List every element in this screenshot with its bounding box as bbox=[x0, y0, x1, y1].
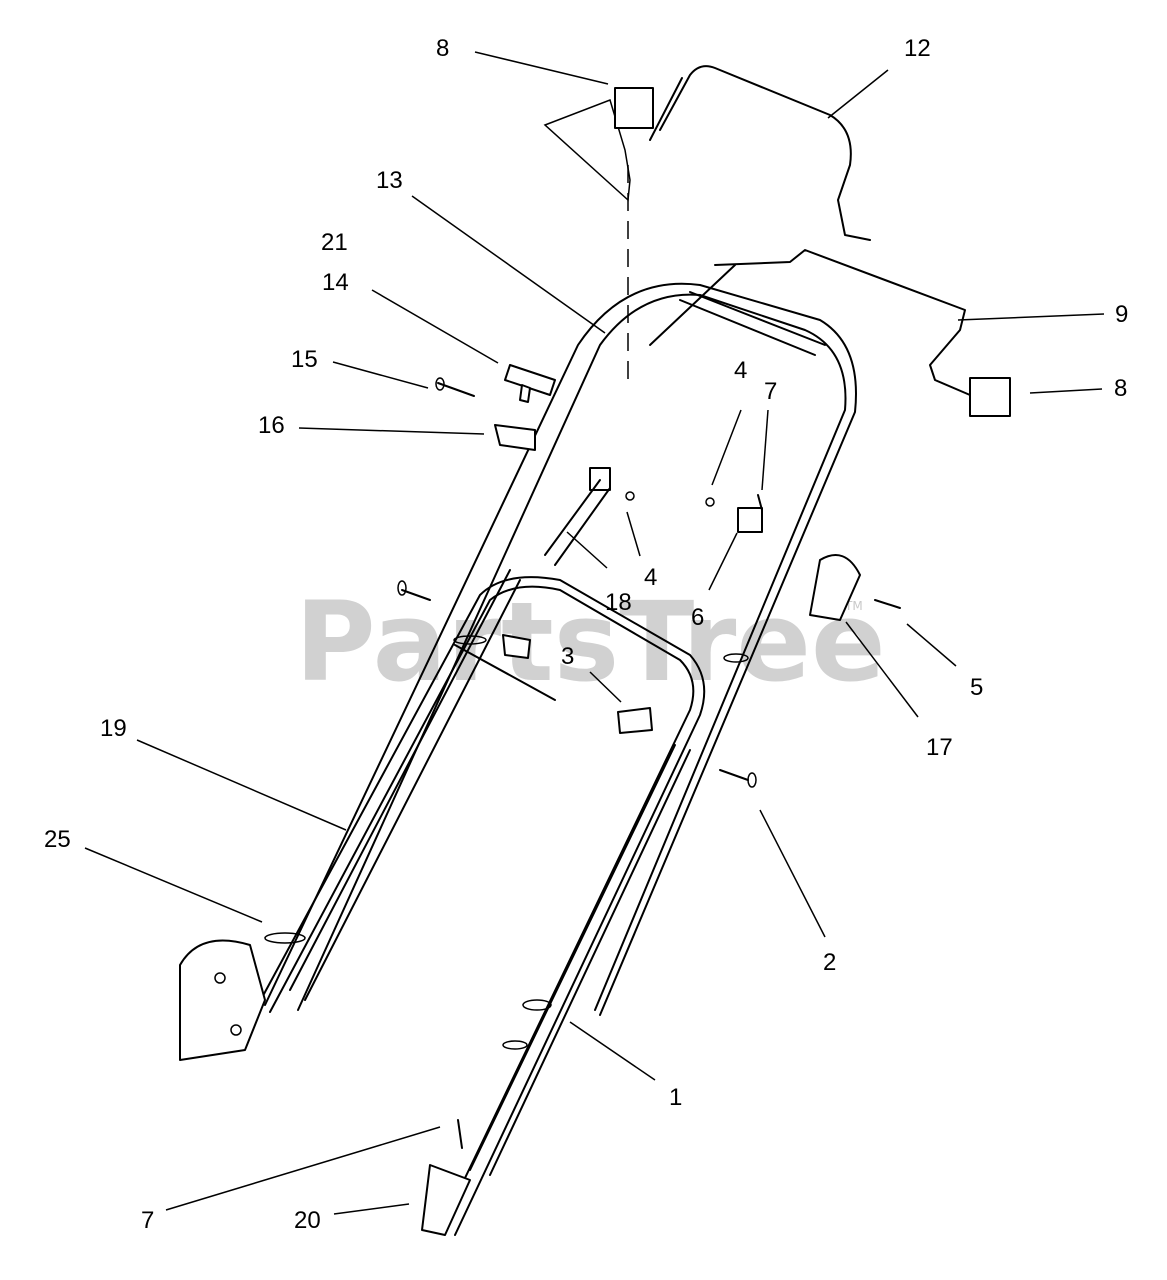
nut-clamp-4-left bbox=[589, 467, 635, 501]
clip-16 bbox=[494, 424, 536, 451]
callout-2: 2 bbox=[823, 949, 836, 976]
bracket-8-right bbox=[969, 377, 1011, 417]
upper-handle bbox=[264, 282, 857, 1016]
switch-17 bbox=[809, 554, 901, 621]
callout-20: 20 bbox=[294, 1207, 321, 1234]
bolt-upper bbox=[397, 580, 556, 701]
callout-4-top: 4 bbox=[734, 357, 747, 384]
callout-labels: 8 12 13 21 14 9 15 4 7 8 16 4 18 6 5 3 1… bbox=[44, 35, 1128, 1234]
callout-21: 21 bbox=[321, 229, 348, 256]
callout-8-right: 8 bbox=[1114, 375, 1127, 402]
callout-12: 12 bbox=[904, 35, 931, 62]
callout-4-middle: 4 bbox=[644, 564, 657, 591]
partstree-watermark: PartsTree bbox=[295, 578, 886, 706]
callout-6: 6 bbox=[691, 604, 704, 631]
control-bail-12 bbox=[543, 65, 871, 241]
callout-15: 15 bbox=[291, 346, 318, 373]
lower-handle bbox=[257, 569, 706, 1236]
callout-8-top: 8 bbox=[436, 35, 449, 62]
callout-25: 25 bbox=[44, 826, 71, 853]
knob-center bbox=[502, 634, 531, 659]
control-bail-9 bbox=[649, 249, 1011, 417]
pivot-20 bbox=[421, 1119, 471, 1236]
cable-18 bbox=[544, 479, 611, 566]
callout-13: 13 bbox=[376, 167, 403, 194]
bolt-2 bbox=[719, 653, 757, 788]
callout-14: 14 bbox=[322, 269, 349, 296]
callout-17: 17 bbox=[926, 734, 953, 761]
bracket-8-top bbox=[614, 87, 654, 129]
nut-4-right bbox=[705, 497, 715, 507]
callout-7-top: 7 bbox=[764, 378, 777, 405]
callout-16: 16 bbox=[258, 412, 285, 439]
cable-guide-14 bbox=[504, 364, 556, 403]
callout-9: 9 bbox=[1115, 301, 1128, 328]
callout-7-bottom: 7 bbox=[141, 1207, 154, 1234]
clamp-6 bbox=[737, 494, 763, 533]
callout-19: 19 bbox=[100, 715, 127, 742]
callout-5: 5 bbox=[970, 674, 983, 701]
clamp-3 bbox=[617, 707, 653, 734]
leader-lines bbox=[84, 51, 1105, 1215]
bolt-15 bbox=[435, 377, 475, 397]
height-adjuster-25 bbox=[179, 932, 306, 1061]
callout-1: 1 bbox=[669, 1084, 682, 1111]
callout-3: 3 bbox=[561, 643, 574, 670]
callout-18: 18 bbox=[605, 589, 632, 616]
